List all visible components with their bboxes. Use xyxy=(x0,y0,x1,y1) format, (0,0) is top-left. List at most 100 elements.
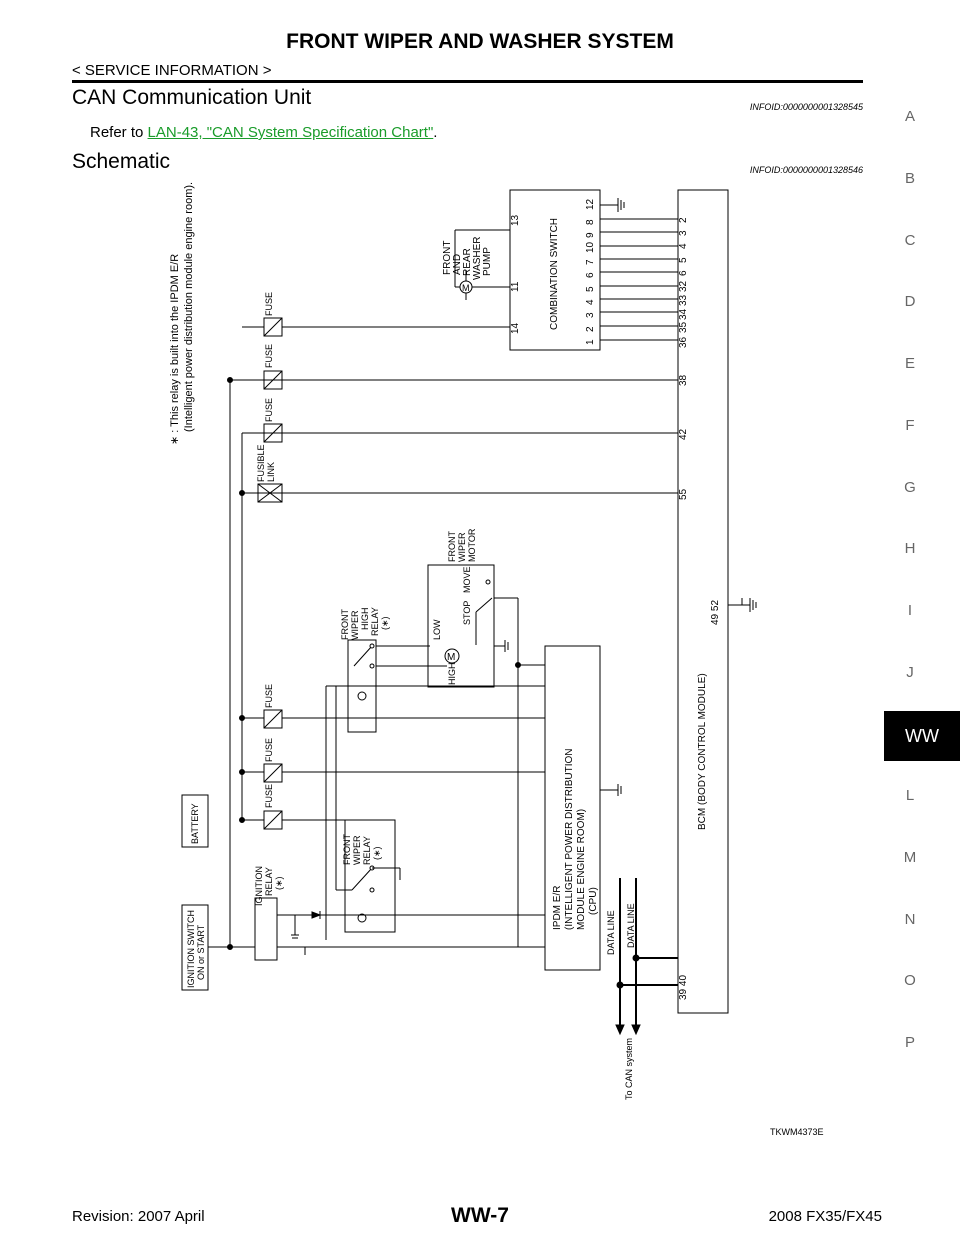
index-f[interactable]: F xyxy=(905,417,915,434)
washer-pump-m: M xyxy=(462,283,470,293)
header-rule xyxy=(72,80,863,83)
svg-text:(INTELLIGENT POWER DISTRIBUTIO: (INTELLIGENT POWER DISTRIBUTION xyxy=(564,749,575,931)
svg-text:MOTOR: MOTOR xyxy=(467,528,477,562)
combo-pin-4: 4 xyxy=(585,299,596,305)
section-heading-can: CAN Communication Unit xyxy=(72,86,312,109)
refer-prefix: Refer to xyxy=(90,124,148,141)
front-wiper-motor-label: FRONT WIPER MOTOR LOW HIGH STOP MOVE xyxy=(432,528,477,685)
combo-pin-11: 11 xyxy=(510,281,521,292)
front-wiper-motor-box xyxy=(427,564,495,688)
page-title: FRONT WIPER AND WASHER SYSTEM xyxy=(286,30,674,53)
battery-label: BATTERY xyxy=(190,803,200,844)
svg-text:MODULE ENGINE ROOM): MODULE ENGINE ROOM) xyxy=(576,809,587,930)
combo-pin-12: 12 xyxy=(585,198,596,210)
svg-text:REAR: REAR xyxy=(462,248,473,276)
wiper-motor-icon xyxy=(444,648,460,664)
svg-text:LOW: LOW xyxy=(432,619,442,640)
index-a[interactable]: A xyxy=(904,108,915,125)
combo-pin-labels: 1 2 3 4 5 6 7 10 9 8 12 14 11 13 xyxy=(510,198,596,345)
index-l[interactable]: L xyxy=(905,787,915,804)
index-i[interactable]: I xyxy=(907,602,913,619)
washer-pump-label: FRONT AND REAR WASHER PUMP xyxy=(442,236,493,280)
infoid-schematic: INFOID:0000000001328546 xyxy=(749,165,863,175)
index-h[interactable]: H xyxy=(904,540,916,557)
svg-text:FUSE: FUSE xyxy=(264,784,274,808)
ignition-switch-label: IGNITION SWITCH xyxy=(186,910,196,988)
index-e[interactable]: E xyxy=(904,355,915,372)
bcm-label: BCM (BODY CONTROL MODULE) xyxy=(697,673,708,830)
combo-pin-13: 13 xyxy=(510,214,521,226)
combination-switch-label: COMBINATION SWITCH xyxy=(549,218,560,330)
svg-text:FRONT: FRONT xyxy=(442,241,453,275)
svg-text:35: 35 xyxy=(678,321,689,333)
svg-text:32: 32 xyxy=(678,280,689,292)
combo-pin-8: 8 xyxy=(585,219,596,225)
svg-text:6: 6 xyxy=(678,270,689,276)
wiper-motor-m: M xyxy=(447,652,455,663)
breadcrumb: < SERVICE INFORMATION > xyxy=(72,62,272,79)
svg-text:HIGH: HIGH xyxy=(360,608,370,631)
ipdm-label: IPDM E/R (INTELLIGENT POWER DISTRIBUTION… xyxy=(552,749,599,931)
combo-pin-6: 6 xyxy=(585,272,596,278)
index-g[interactable]: G xyxy=(904,479,916,496)
svg-text:WIPER: WIPER xyxy=(352,835,362,865)
combo-pin-5: 5 xyxy=(585,286,596,292)
svg-text:IGNITION: IGNITION xyxy=(254,866,264,906)
svg-text:RELAY: RELAY xyxy=(370,607,380,636)
svg-text:MOVE: MOVE xyxy=(462,566,472,593)
svg-text:FRONT: FRONT xyxy=(340,609,350,640)
data-line-label-1: DATA LINE xyxy=(606,910,616,955)
svg-text:FRONT: FRONT xyxy=(447,531,457,562)
svg-text:(CPU): (CPU) xyxy=(588,887,599,915)
svg-text:FRONT: FRONT xyxy=(342,834,352,865)
figure-id: TKWM4373E xyxy=(770,1127,824,1137)
section-heading-schematic: Schematic xyxy=(72,150,171,173)
index-n[interactable]: N xyxy=(904,911,916,928)
svg-text:34: 34 xyxy=(678,308,689,320)
svg-text:WIPER: WIPER xyxy=(350,610,360,640)
svg-text:(∗): (∗) xyxy=(372,846,382,860)
svg-text:AND: AND xyxy=(452,254,463,275)
ignition-relay-label: IGNITION RELAY (∗) xyxy=(254,866,284,906)
fuse-symbols xyxy=(257,317,283,830)
index-m[interactable]: M xyxy=(903,849,917,866)
svg-text:55: 55 xyxy=(678,488,689,500)
ipdm-box xyxy=(544,645,601,971)
svg-text:FUSE: FUSE xyxy=(264,684,274,708)
svg-text:3: 3 xyxy=(678,230,689,236)
infoid-can: INFOID:0000000001328545 xyxy=(749,102,863,112)
data-line-label-2: DATA LINE xyxy=(626,903,636,948)
footer-page-number: WW-7 xyxy=(451,1204,509,1227)
index-d[interactable]: D xyxy=(904,293,916,310)
svg-text:FUSE: FUSE xyxy=(264,344,274,368)
index-j[interactable]: J xyxy=(906,664,914,681)
footer-revision: Revision: 2007 April xyxy=(72,1208,205,1225)
lan-43-link[interactable]: LAN-43, "CAN System Specification Chart" xyxy=(147,124,434,141)
svg-text:HIGH: HIGH xyxy=(447,663,457,686)
svg-text:38: 38 xyxy=(678,374,689,386)
note-line-1: ∗ : This relay is built into the IPDM E/… xyxy=(169,254,181,445)
index-c[interactable]: C xyxy=(904,232,916,249)
index-ww-active-tab[interactable]: WW xyxy=(884,711,960,761)
svg-text:(∗): (∗) xyxy=(380,616,390,630)
combo-pin-2: 2 xyxy=(585,326,596,332)
note-line-2: (Intelligent power distribution module e… xyxy=(183,182,195,432)
svg-text:39 40: 39 40 xyxy=(678,975,689,1000)
bcm-box xyxy=(677,189,729,1014)
svg-text:WASHER: WASHER xyxy=(472,236,483,280)
bcm-ground-pins: 49 52 xyxy=(710,600,721,625)
index-p[interactable]: P xyxy=(904,1034,915,1051)
front-wiper-high-relay-label: FRONT WIPER HIGH RELAY (∗) xyxy=(340,607,390,640)
index-b[interactable]: B xyxy=(904,170,915,187)
index-o[interactable]: O xyxy=(904,972,916,989)
combo-pin-1: 1 xyxy=(585,339,596,345)
refer-line: Refer to LAN-43, "CAN System Specificati… xyxy=(90,124,437,141)
combo-pin-10: 10 xyxy=(585,241,596,253)
svg-text:36: 36 xyxy=(678,336,689,348)
svg-text:LINK: LINK xyxy=(266,462,276,482)
svg-text:(∗): (∗) xyxy=(274,876,284,890)
svg-text:FUSE: FUSE xyxy=(264,398,274,422)
front-wiper-relay-label: FRONT WIPER RELAY (∗) xyxy=(342,834,382,865)
front-wiper-relay-box xyxy=(344,819,396,933)
